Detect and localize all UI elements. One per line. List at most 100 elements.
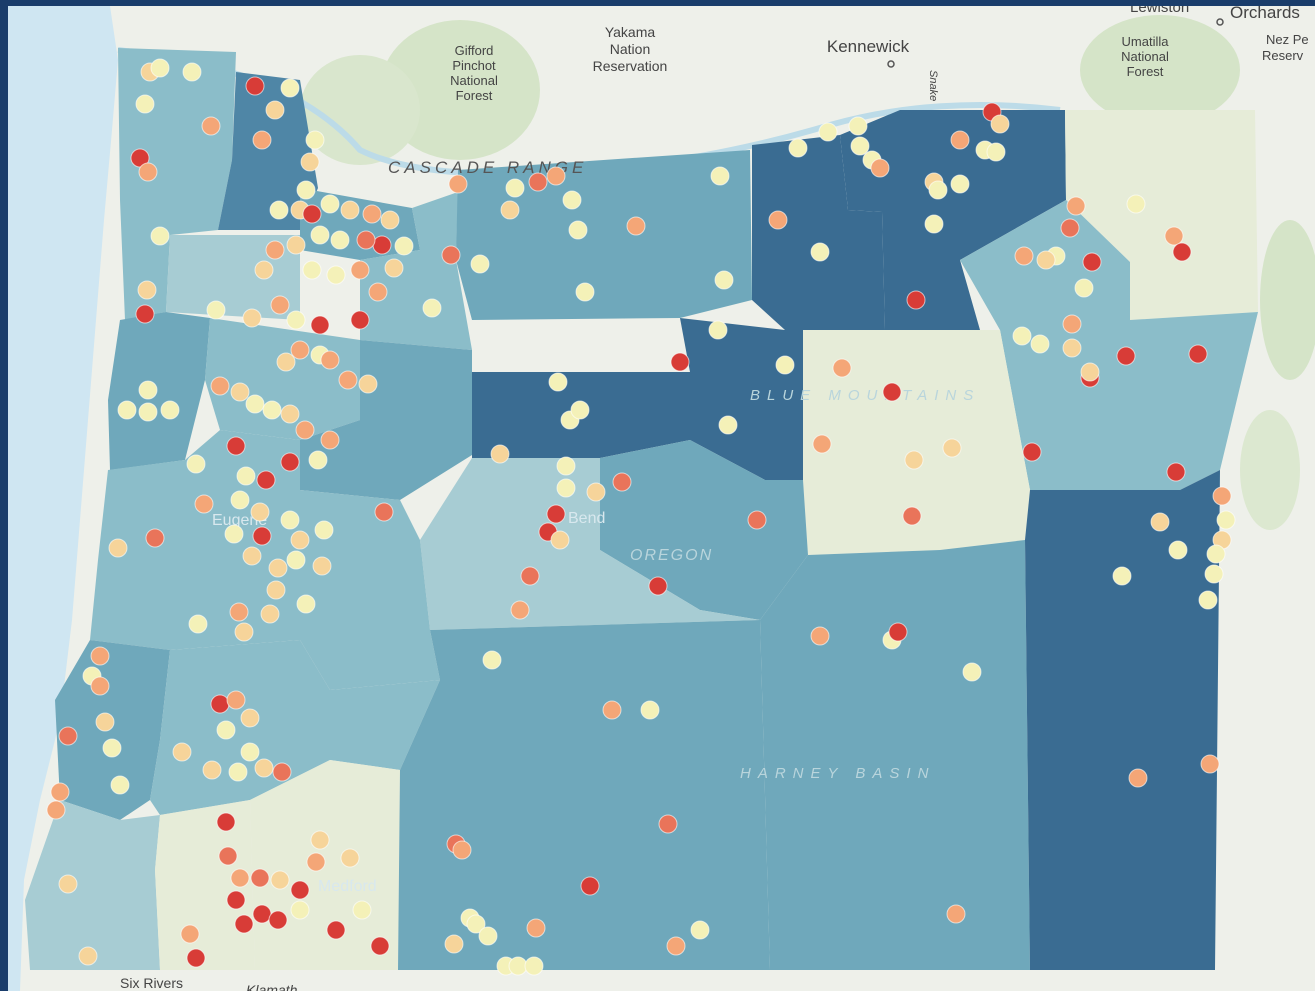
incident-point[interactable] bbox=[870, 158, 890, 178]
incident-point[interactable] bbox=[234, 622, 254, 642]
incident-point[interactable] bbox=[182, 62, 202, 82]
incident-point[interactable] bbox=[714, 270, 734, 290]
incident-point[interactable] bbox=[788, 138, 808, 158]
county-harney[interactable] bbox=[760, 540, 1030, 970]
incident-point[interactable] bbox=[302, 260, 322, 280]
incident-point[interactable] bbox=[358, 374, 378, 394]
incident-point[interactable] bbox=[230, 868, 250, 888]
incident-point[interactable] bbox=[775, 355, 795, 375]
incident-point[interactable] bbox=[626, 216, 646, 236]
incident-point[interactable] bbox=[818, 122, 838, 142]
incident-point[interactable] bbox=[1126, 194, 1146, 214]
incident-point[interactable] bbox=[46, 800, 66, 820]
incident-point[interactable] bbox=[1022, 442, 1042, 462]
incident-point[interactable] bbox=[272, 762, 292, 782]
incident-point[interactable] bbox=[201, 116, 221, 136]
incident-point[interactable] bbox=[520, 566, 540, 586]
incident-point[interactable] bbox=[708, 320, 728, 340]
incident-point[interactable] bbox=[242, 308, 262, 328]
county-klamath-lake[interactable] bbox=[398, 620, 770, 970]
incident-point[interactable] bbox=[374, 502, 394, 522]
incident-point[interactable] bbox=[230, 490, 250, 510]
incident-point[interactable] bbox=[228, 762, 248, 782]
incident-point[interactable] bbox=[570, 400, 590, 420]
incident-point[interactable] bbox=[490, 444, 510, 464]
county-wasco-sherman[interactable] bbox=[456, 150, 752, 320]
incident-point[interactable] bbox=[340, 848, 360, 868]
incident-point[interactable] bbox=[286, 235, 306, 255]
incident-point[interactable] bbox=[556, 456, 576, 476]
incident-point[interactable] bbox=[1066, 196, 1086, 216]
incident-point[interactable] bbox=[1150, 512, 1170, 532]
incident-point[interactable] bbox=[230, 382, 250, 402]
county-curry[interactable] bbox=[25, 800, 160, 970]
incident-point[interactable] bbox=[666, 936, 686, 956]
incident-point[interactable] bbox=[262, 400, 282, 420]
incident-point[interactable] bbox=[90, 676, 110, 696]
incident-point[interactable] bbox=[296, 594, 316, 614]
incident-point[interactable] bbox=[110, 775, 130, 795]
incident-point[interactable] bbox=[302, 204, 322, 224]
incident-point[interactable] bbox=[135, 94, 155, 114]
incident-point[interactable] bbox=[286, 550, 306, 570]
incident-point[interactable] bbox=[188, 614, 208, 634]
incident-point[interactable] bbox=[1112, 566, 1132, 586]
incident-point[interactable] bbox=[310, 830, 330, 850]
incident-point[interactable] bbox=[648, 576, 668, 596]
incident-point[interactable] bbox=[280, 510, 300, 530]
incident-point[interactable] bbox=[500, 200, 520, 220]
incident-point[interactable] bbox=[990, 114, 1010, 134]
incident-point[interactable] bbox=[848, 116, 868, 136]
county-coos[interactable] bbox=[55, 640, 170, 820]
incident-point[interactable] bbox=[441, 245, 461, 265]
incident-point[interactable] bbox=[254, 260, 274, 280]
incident-point[interactable] bbox=[1128, 768, 1148, 788]
incident-point[interactable] bbox=[308, 450, 328, 470]
county-umatilla[interactable] bbox=[840, 110, 1066, 330]
incident-point[interactable] bbox=[548, 372, 568, 392]
county-crook[interactable] bbox=[600, 440, 808, 620]
incident-point[interactable] bbox=[562, 190, 582, 210]
county-wheeler[interactable] bbox=[680, 318, 803, 480]
incident-point[interactable] bbox=[1204, 564, 1224, 584]
incident-point[interactable] bbox=[568, 220, 588, 240]
incident-point[interactable] bbox=[352, 900, 372, 920]
incident-point[interactable] bbox=[186, 454, 206, 474]
incident-point[interactable] bbox=[326, 920, 346, 940]
incident-point[interactable] bbox=[245, 394, 265, 414]
incident-point[interactable] bbox=[350, 310, 370, 330]
county-grant[interactable] bbox=[803, 330, 1030, 555]
incident-point[interactable] bbox=[658, 814, 678, 834]
incident-point[interactable] bbox=[117, 400, 137, 420]
incident-point[interactable] bbox=[524, 956, 544, 976]
county-gilliam-morrow[interactable] bbox=[752, 135, 885, 330]
incident-point[interactable] bbox=[362, 204, 382, 224]
incident-point[interactable] bbox=[290, 900, 310, 920]
incident-point[interactable] bbox=[290, 530, 310, 550]
incident-point[interactable] bbox=[250, 868, 270, 888]
incident-point[interactable] bbox=[268, 558, 288, 578]
incident-point[interactable] bbox=[380, 210, 400, 230]
incident-point[interactable] bbox=[234, 914, 254, 934]
incident-point[interactable] bbox=[240, 742, 260, 762]
incident-point[interactable] bbox=[372, 235, 392, 255]
incident-point[interactable] bbox=[950, 130, 970, 150]
incident-point[interactable] bbox=[812, 434, 832, 454]
incident-point[interactable] bbox=[90, 646, 110, 666]
county-lane[interactable] bbox=[90, 430, 440, 690]
incident-point[interactable] bbox=[580, 876, 600, 896]
incident-point[interactable] bbox=[210, 694, 230, 714]
incident-point[interactable] bbox=[330, 230, 350, 250]
incident-point[interactable] bbox=[768, 210, 788, 230]
incident-point[interactable] bbox=[1080, 362, 1100, 382]
incident-point[interactable] bbox=[314, 520, 334, 540]
incident-point[interactable] bbox=[904, 450, 924, 470]
incident-point[interactable] bbox=[575, 282, 595, 302]
incident-point[interactable] bbox=[1216, 510, 1236, 530]
incident-point[interactable] bbox=[226, 690, 246, 710]
incident-point[interactable] bbox=[254, 758, 274, 778]
incident-point[interactable] bbox=[252, 904, 272, 924]
incident-point[interactable] bbox=[270, 870, 290, 890]
incident-point[interactable] bbox=[505, 178, 525, 198]
